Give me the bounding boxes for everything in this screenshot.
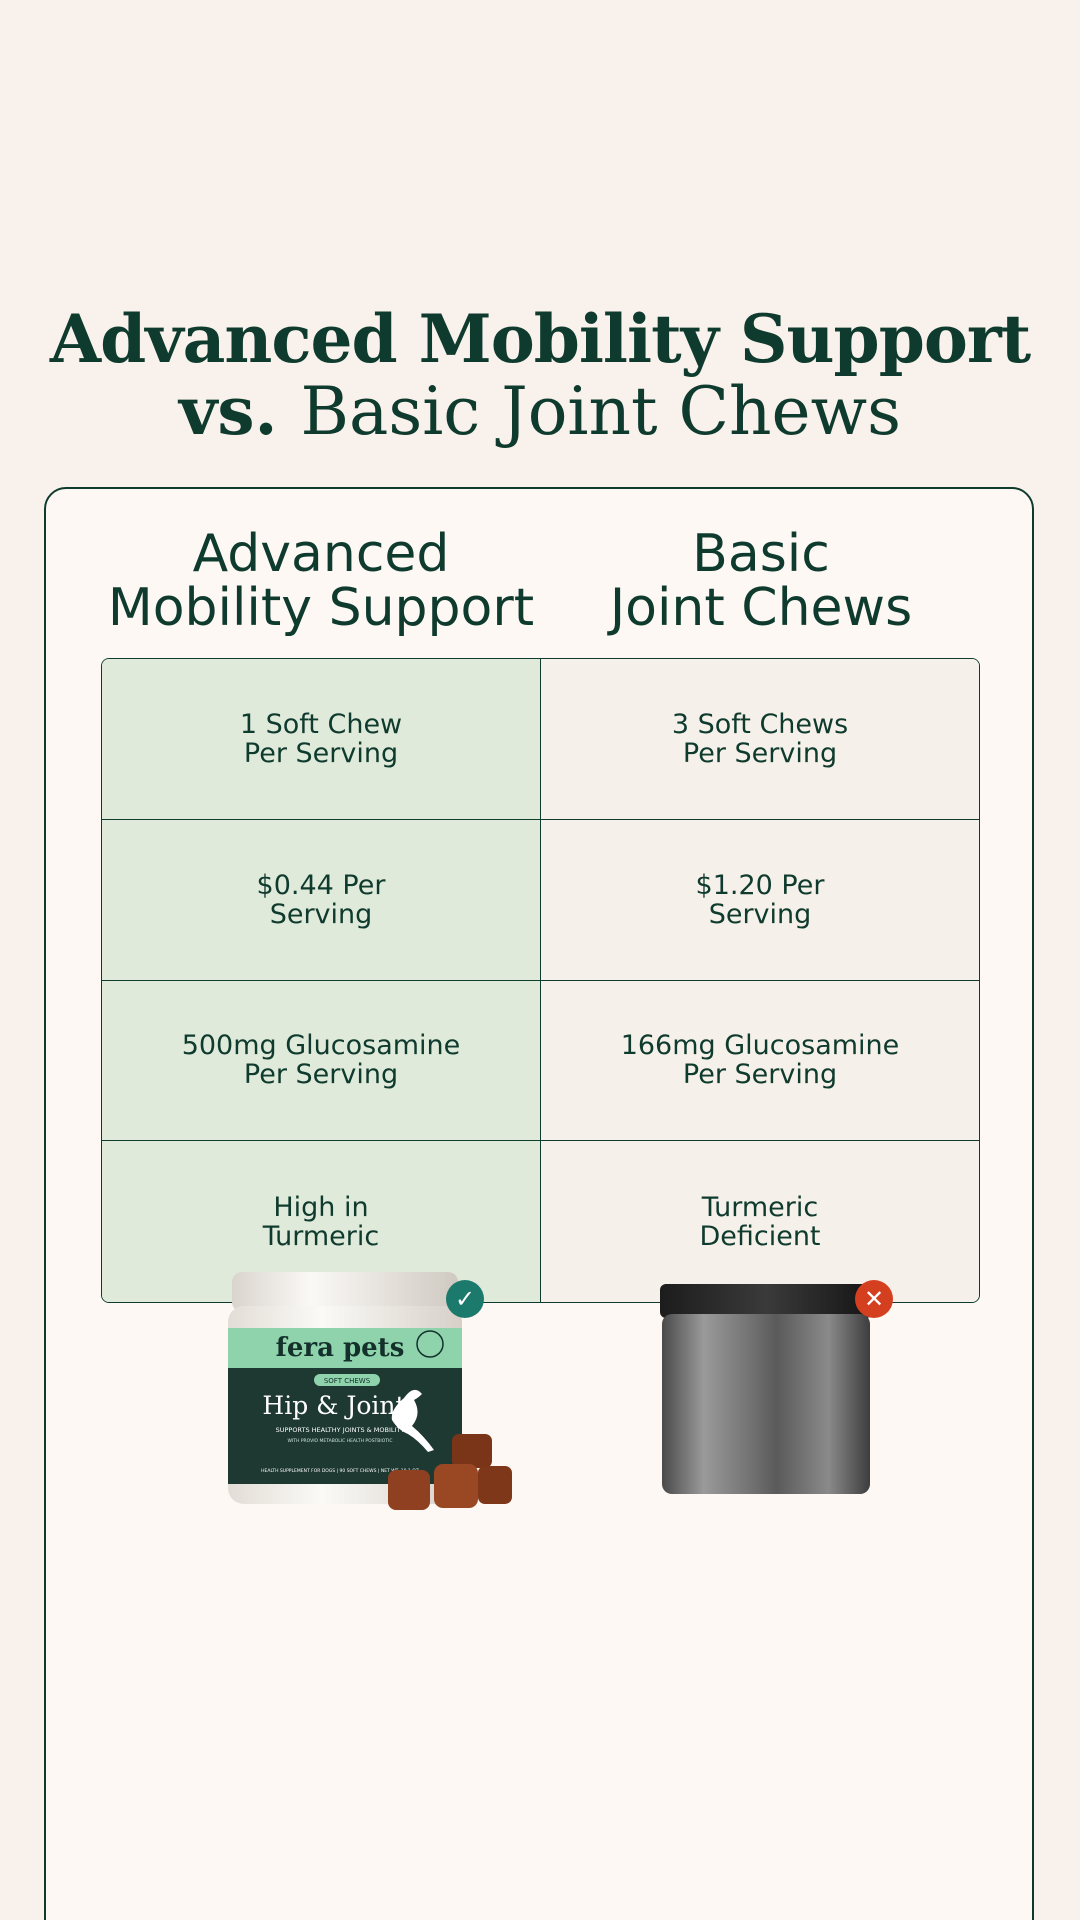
column-header-advanced-line1: Advanced <box>192 524 450 584</box>
seal-icon <box>416 1330 444 1358</box>
column-header-basic-line2: Joint Chews <box>609 578 913 638</box>
table-cell-basic: Turmeric Deficient <box>541 1141 979 1302</box>
column-header-basic-line1: Basic <box>692 524 830 584</box>
product-subline: WITH PROVIO METABOLIC HEALTH POSTBIOTIC <box>288 1438 393 1444</box>
product-name: Hip & Joint <box>262 1391 405 1420</box>
headline-line1: Advanced Mobility Support <box>49 300 1031 379</box>
headline-line2: vs. Basic Joint Chews <box>0 375 1080 448</box>
product-footer: HEALTH SUPPLEMENT FOR DOGS | 90 SOFT CHE… <box>261 1468 419 1474</box>
kangaroo-icon <box>391 1389 434 1452</box>
soft-chews-image <box>388 1434 512 1510</box>
table-cell-basic: 166mg Glucosamine Per Serving <box>541 980 979 1142</box>
table-cell-advanced: High in Turmeric <box>102 1141 541 1302</box>
product-tagline: SUPPORTS HEALTHY JOINTS & MOBILITY <box>276 1426 405 1434</box>
product-tag: SOFT CHEWS <box>324 1377 371 1385</box>
headline-basic: Basic Joint Chews <box>300 373 901 451</box>
comparison-table: 1 Soft Chew Per Serving 3 Soft Chews Per… <box>101 658 980 1303</box>
column-header-basic: Basic Joint Chews <box>541 527 981 635</box>
close-icon: ✕ <box>855 1280 893 1318</box>
column-header-advanced: Advanced Mobility Support <box>101 527 541 635</box>
hip-joint-jar-image: fera pets SOFT CHEWS Hip & Joint SUPPORT… <box>228 1272 462 1504</box>
product-brand: fera pets <box>276 1333 405 1363</box>
table-cell-basic: $1.20 Per Serving <box>541 819 979 981</box>
page-headline: Advanced Mobility Support vs. Basic Join… <box>0 303 1080 448</box>
table-cell-advanced: $0.44 Per Serving <box>102 819 541 981</box>
table-cell-advanced: 1 Soft Chew Per Serving <box>102 659 541 820</box>
table-cell-basic: 3 Soft Chews Per Serving <box>541 659 979 820</box>
check-icon: ✓ <box>446 1280 484 1318</box>
table-cell-advanced: 500mg Glucosamine Per Serving <box>102 980 541 1142</box>
generic-jar-image <box>660 1284 872 1494</box>
headline-vs: vs. <box>179 372 278 451</box>
column-header-advanced-line2: Mobility Support <box>107 578 535 638</box>
